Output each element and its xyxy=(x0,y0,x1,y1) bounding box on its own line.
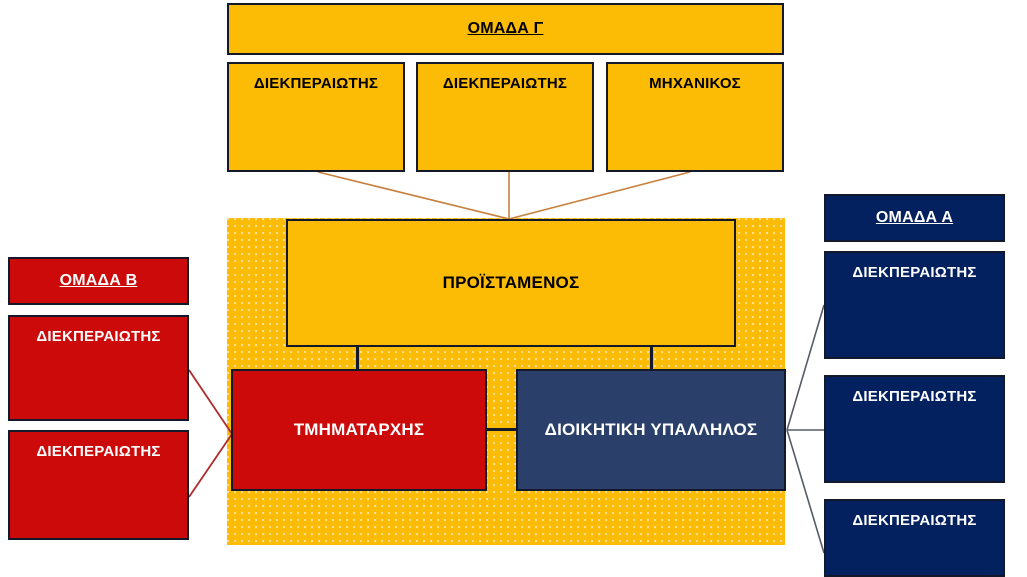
department-head-label: ΤΜΗΜΑΤΑΡΧΗΣ xyxy=(293,420,425,440)
department-head-box[interactable]: ΤΜΗΜΑΤΑΡΧΗΣ xyxy=(231,369,487,491)
link-alpha-3 xyxy=(786,429,825,554)
link-alpha-1 xyxy=(786,304,825,431)
group-gamma-member-1[interactable]: ΔΙΕΚΠΕΡΑΙΩΤΗΣ xyxy=(227,62,405,172)
link-gamma-1 xyxy=(317,171,510,220)
group-gamma-member-3-label: ΜΗΧΑΝΙΚΟΣ xyxy=(649,75,741,92)
group-gamma-member-3[interactable]: ΜΗΧΑΝΙΚΟΣ xyxy=(606,62,784,172)
group-beta-member-2[interactable]: ΔΙΕΚΠΕΡΑΙΩΤΗΣ xyxy=(8,430,189,540)
elbow-supervisor-to-admin xyxy=(650,346,653,370)
group-beta-header-label: ΟΜΑΔΑ Β xyxy=(59,271,138,289)
group-gamma-header-label: ΟΜΑΔΑ Γ xyxy=(467,19,544,37)
supervisor-box[interactable]: ΠΡΟΪΣΤΑΜΕΝΟΣ xyxy=(286,219,736,347)
group-alpha-member-3-label: ΔΙΕΚΠΕΡΑΙΩΤΗΣ xyxy=(852,512,977,529)
group-gamma-member-2-label: ΔΙΕΚΠΕΡΑΙΩΤΗΣ xyxy=(442,75,568,92)
group-alpha-member-2-label: ΔΙΕΚΠΕΡΑΙΩΤΗΣ xyxy=(852,388,977,405)
link-gamma-3 xyxy=(508,171,691,220)
group-gamma-member-2[interactable]: ΔΙΕΚΠΕΡΑΙΩΤΗΣ xyxy=(416,62,594,172)
link-beta-1 xyxy=(188,369,233,435)
group-beta-member-1-label: ΔΙΕΚΠΕΡΑΙΩΤΗΣ xyxy=(36,328,161,345)
group-alpha-header-label: ΟΜΑΔΑ Α xyxy=(875,208,954,226)
group-gamma-header[interactable]: ΟΜΑΔΑ Γ xyxy=(227,3,784,55)
supervisor-label: ΠΡΟΪΣΤΑΜΕΝΟΣ xyxy=(442,273,580,293)
admin-officer-box[interactable]: ΔΙΟΙΚΗΤΙΚΗ ΥΠΑΛΛΗΛΟΣ xyxy=(516,369,786,491)
elbow-head-to-admin xyxy=(487,428,517,431)
group-alpha-member-3[interactable]: ΔΙΕΚΠΕΡΑΙΩΤΗΣ xyxy=(824,499,1005,577)
group-alpha-member-1[interactable]: ΔΙΕΚΠΕΡΑΙΩΤΗΣ xyxy=(824,251,1005,359)
group-beta-member-2-label: ΔΙΕΚΠΕΡΑΙΩΤΗΣ xyxy=(36,443,161,460)
group-alpha-header[interactable]: ΟΜΑΔΑ Α xyxy=(824,194,1005,242)
elbow-supervisor-to-head xyxy=(356,346,359,370)
group-gamma-member-1-label: ΔΙΕΚΠΕΡΑΙΩΤΗΣ xyxy=(253,75,379,92)
link-beta-2 xyxy=(188,433,233,498)
group-beta-member-1[interactable]: ΔΙΕΚΠΕΡΑΙΩΤΗΣ xyxy=(8,315,189,421)
admin-officer-label: ΔΙΟΙΚΗΤΙΚΗ ΥΠΑΛΛΗΛΟΣ xyxy=(544,420,758,440)
group-beta-header[interactable]: ΟΜΑΔΑ Β xyxy=(8,257,189,305)
group-alpha-member-2[interactable]: ΔΙΕΚΠΕΡΑΙΩΤΗΣ xyxy=(824,375,1005,483)
group-alpha-member-1-label: ΔΙΕΚΠΕΡΑΙΩΤΗΣ xyxy=(852,264,977,281)
